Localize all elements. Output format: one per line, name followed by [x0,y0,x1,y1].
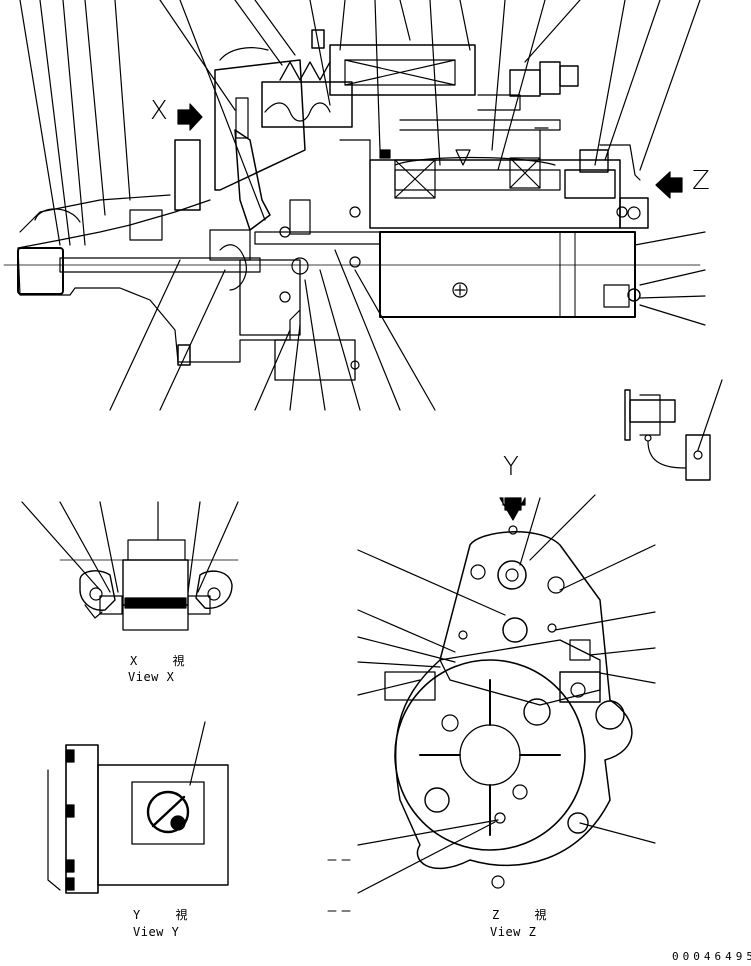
view-y-caption-jp: Y 視 [133,908,202,922]
view-x-drawing [21,501,239,631]
view-x-caption-en: View X [128,670,175,684]
view-y-drawing [47,721,229,894]
connector-detail [624,379,723,481]
view-z-caption-jp: Z 視 [492,908,561,922]
view-z-caption-en: View Z [490,925,537,939]
view-y-marker: Y [503,452,520,482]
drawing-number: 00046495 [672,950,751,963]
view-z-marker: Z [692,166,711,196]
view-z-drawing [357,494,656,894]
view-x-caption-jp: X 視 [130,654,199,668]
view-y-caption-en: View Y [133,925,180,939]
starter-motor-assembly [3,0,706,411]
view-x-marker: X [150,96,169,126]
